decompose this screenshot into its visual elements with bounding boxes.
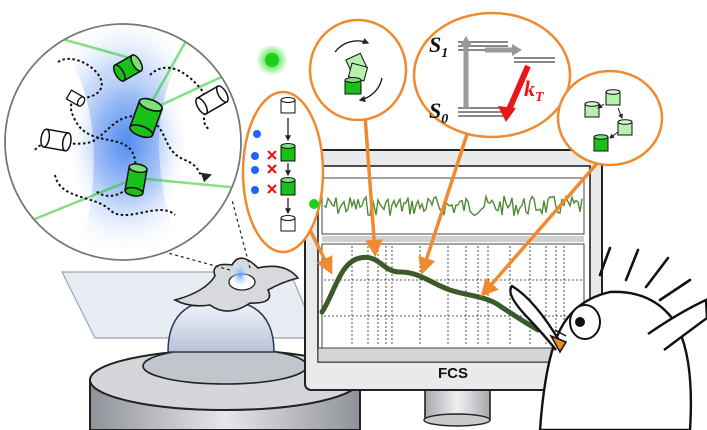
process-arrows [298, 114, 602, 297]
triplet-oval: S1 S0 kT [412, 11, 572, 139]
svg-text:kT: kT [524, 76, 545, 105]
monitor: FCS [304, 149, 603, 427]
binding-oval [556, 69, 664, 167]
intensity-trace [323, 193, 583, 217]
fluorophore-cylinder-icon [40, 54, 229, 197]
correlation-curve [319, 254, 541, 333]
focal-volume-zoom [4, 23, 242, 261]
monitor-label: FCS [438, 365, 468, 382]
bird-mascot-icon [509, 246, 707, 430]
svg-text:S0: S0 [429, 98, 448, 127]
microscope [54, 199, 361, 430]
blinking-oval [241, 90, 325, 254]
svg-text:S1: S1 [429, 32, 448, 61]
focal-spot [230, 261, 250, 289]
rotation-oval [308, 18, 408, 122]
